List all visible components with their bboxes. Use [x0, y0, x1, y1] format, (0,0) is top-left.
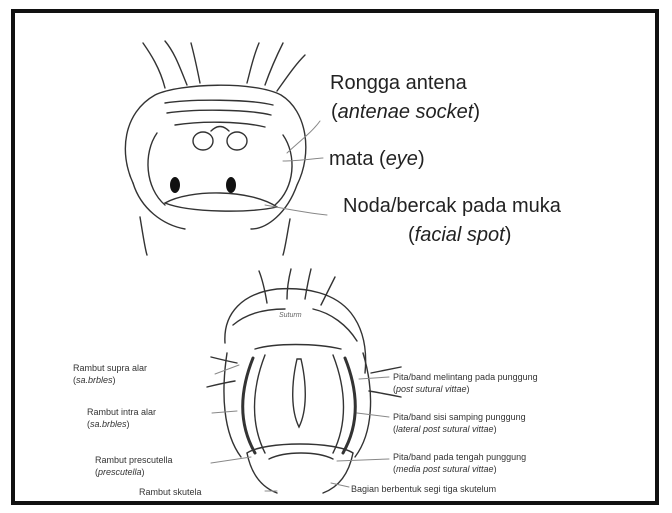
prescutella-label: Rambut prescutella (prescutella) [95, 456, 173, 477]
intra-alar-label: Rambut intra alar (sa.brbles) [87, 408, 156, 429]
supra-alar-label: Rambut supra alar (sa.brbles) [73, 364, 147, 385]
fly-head-drawing [125, 41, 305, 255]
skutela-label: Rambut skutela [139, 488, 202, 497]
figure-frame: Rongga antena (antenae socket) mata (eye… [11, 9, 659, 505]
media-post-sutural-label: Pita/band pada tengah punggung (media po… [393, 453, 526, 474]
eye-label: mata (eye) [329, 149, 425, 169]
antenae-socket-sublabel: (antenae socket) [331, 102, 480, 122]
sutura-label: Suturm [279, 312, 302, 319]
left-eye-spot [170, 177, 180, 193]
lateral-post-sutural-label: Pita/band sisi samping punggung (lateral… [393, 413, 526, 434]
antenae-socket-label: Rongga antena [330, 73, 467, 93]
post-sutural-label: Pita/band melintang pada punggung (post … [393, 373, 538, 394]
right-eye-spot [226, 177, 236, 193]
facial-spot-sublabel: (facial spot) [408, 225, 511, 245]
scutellum-triangle-label: Bagian berbentuk segi tiga skutelum [351, 485, 496, 494]
facial-spot-label: Noda/bercak pada muka [343, 196, 561, 216]
